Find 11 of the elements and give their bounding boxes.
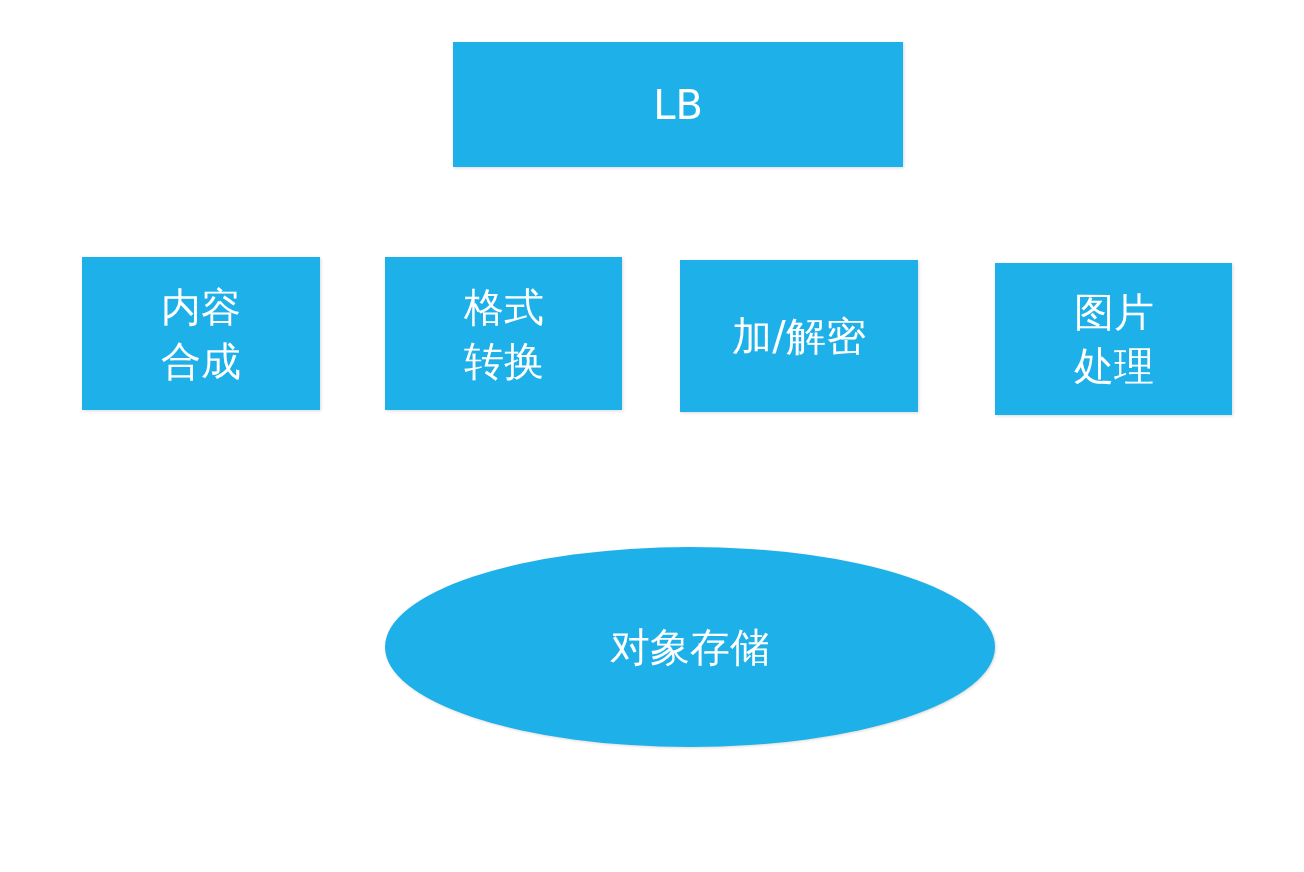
- process-box: [680, 260, 918, 412]
- node-label: 格式转换: [462, 282, 545, 386]
- node-label: 内容合成: [160, 282, 242, 386]
- process-box: [995, 263, 1232, 415]
- node-label: 加/解密: [732, 312, 866, 361]
- process-box: [385, 257, 622, 410]
- process-box: [82, 257, 320, 410]
- node-label: LB: [653, 80, 703, 130]
- node-label: 对象存储: [610, 623, 770, 672]
- node-label: 图片处理: [1072, 288, 1155, 391]
- lb-box: [453, 42, 903, 167]
